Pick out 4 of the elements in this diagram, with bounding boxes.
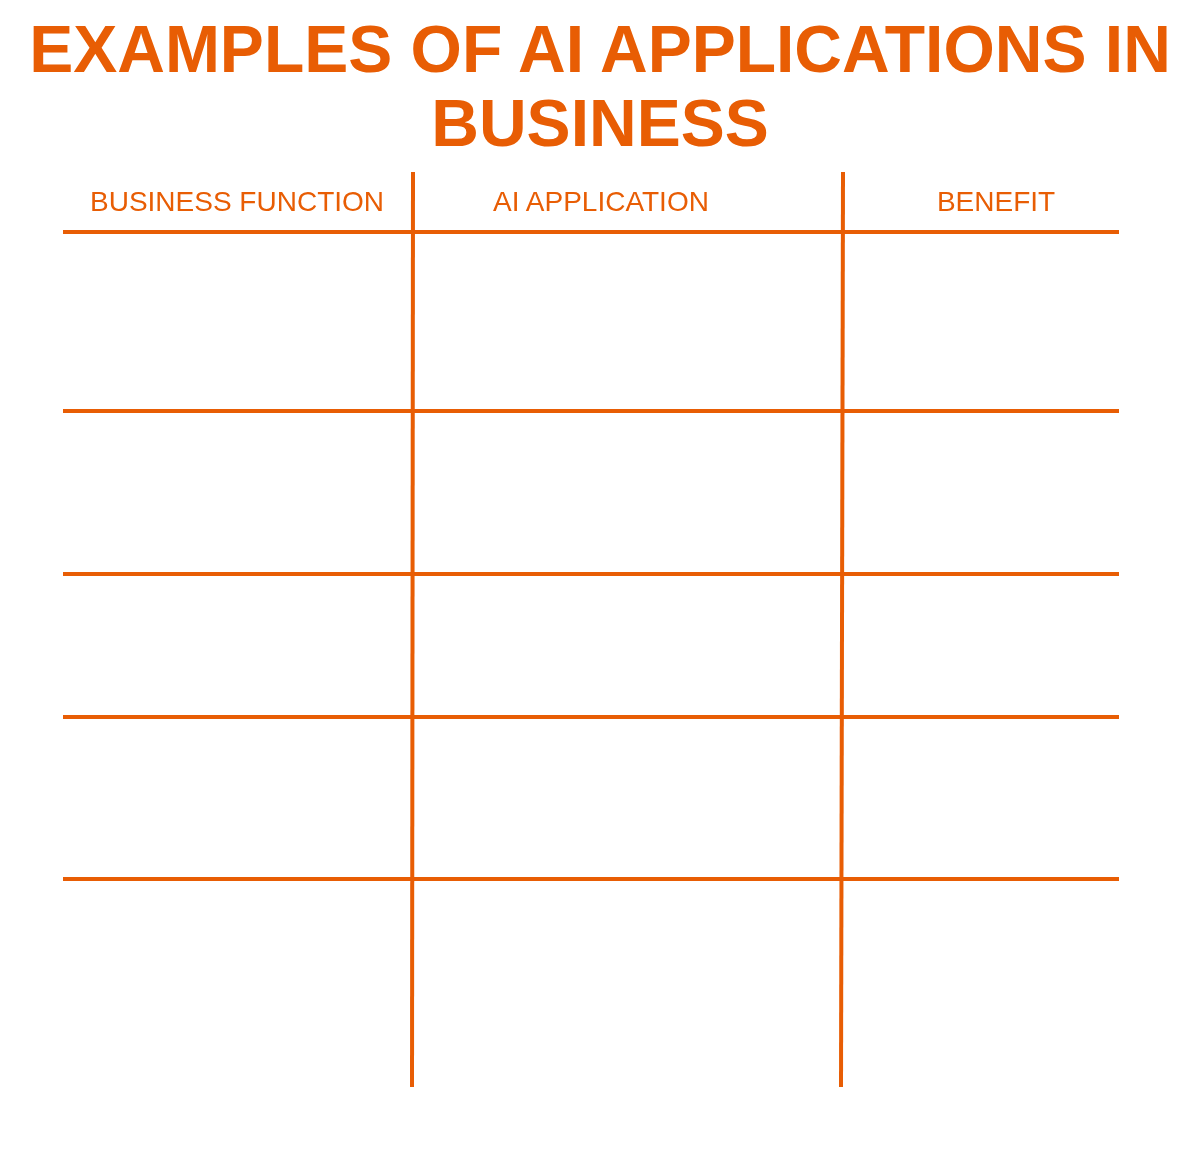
title: EXAMPLES OF AI APPLICATIONS IN BUSINESS	[28, 12, 1172, 160]
column-header: BUSINESS FUNCTION	[90, 186, 384, 218]
column-header: BENEFIT	[936, 186, 1056, 218]
column-header: AI APPLICATION	[493, 186, 709, 218]
